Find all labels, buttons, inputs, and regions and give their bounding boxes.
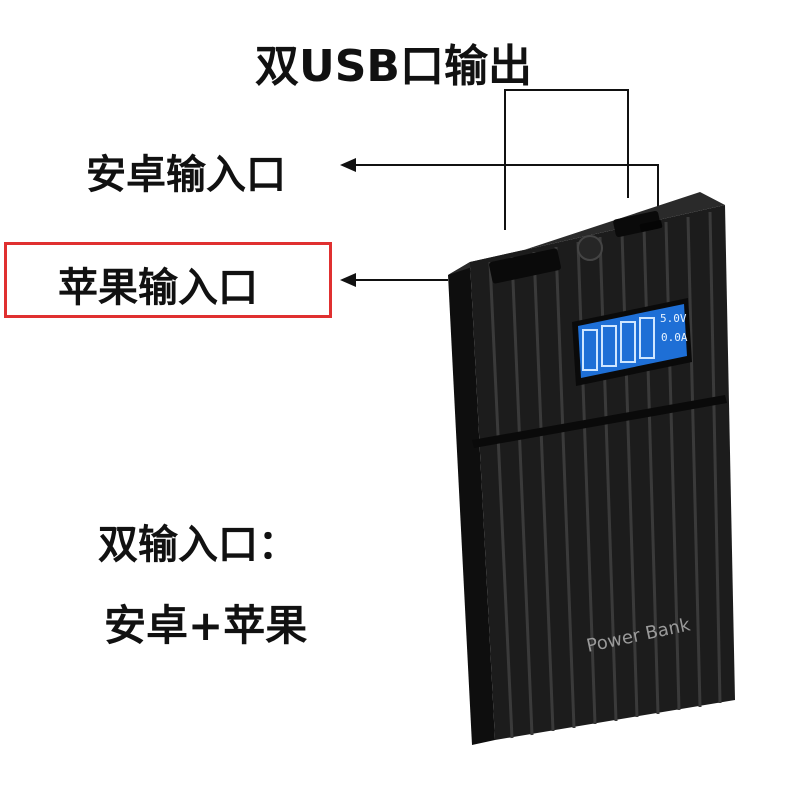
- apple-input-label: 苹果输入口: [58, 265, 258, 311]
- usb-output-bracket: [504, 89, 629, 230]
- display-voltage: 5.0V: [660, 312, 687, 325]
- apple-input-arrow: [340, 273, 448, 287]
- battery-cell-1: [582, 329, 598, 371]
- lcd-display: 5.0V 0.0A: [572, 298, 692, 386]
- android-input-arrow: [340, 158, 659, 215]
- power-bank-device: 5.0V 0.0A Power Bank: [448, 192, 735, 745]
- dual-input-label: 双输入口：: [98, 522, 298, 568]
- power-button: [577, 235, 603, 261]
- battery-cell-3: [620, 321, 636, 363]
- android-input-label: 安卓输入口: [86, 152, 286, 198]
- usb-port-left: [489, 248, 561, 284]
- dual-usb-output-label: 双USB口输出: [255, 41, 532, 92]
- display-current: 0.0A: [661, 331, 688, 344]
- micro-usb-port: [639, 220, 663, 232]
- apple-input-highlight-box: [4, 242, 332, 318]
- battery-cell-2: [601, 325, 617, 367]
- battery-cell-4: [639, 317, 655, 359]
- android-plus-apple-label: 安卓+苹果: [104, 601, 308, 650]
